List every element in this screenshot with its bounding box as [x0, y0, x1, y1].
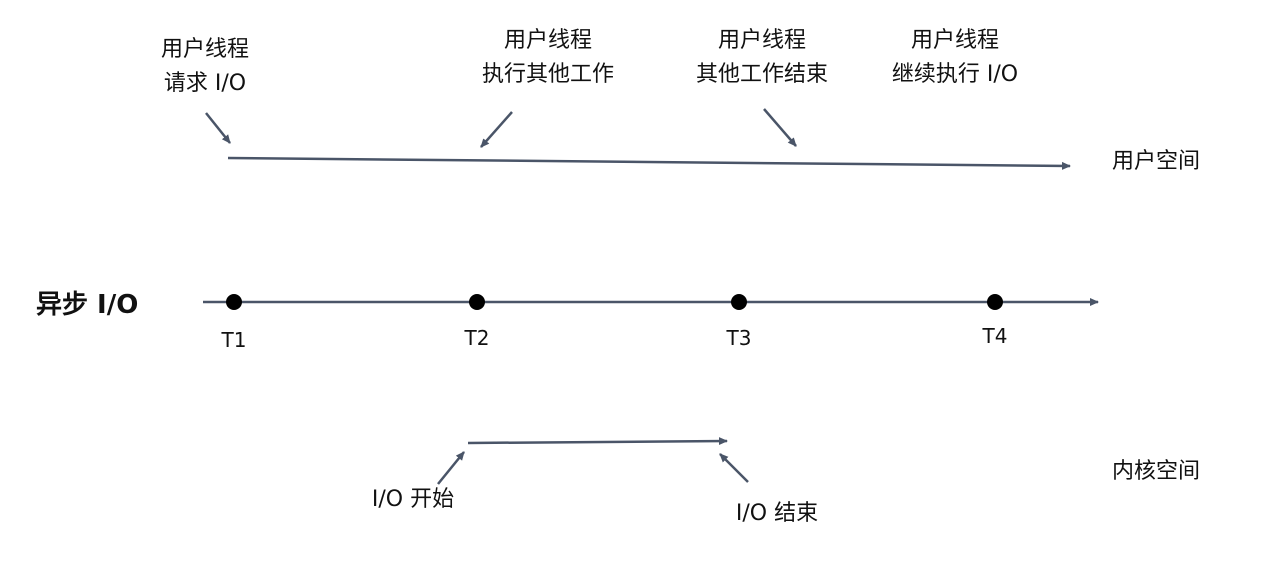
pointer-arrow-exec-other: [480, 111, 513, 148]
region-label-kernel-space: 内核空间: [1112, 459, 1200, 484]
pointer-arrow-io-start: [437, 451, 465, 485]
timepoint-dot-t1: [226, 294, 242, 310]
pointer-arrow-request: [205, 112, 231, 144]
user-space-group: 用户线程 请求 I/O 用户线程 执行其他工作 用户线程 其他工作结束 用户线程…: [161, 28, 1200, 174]
annotation-request-line2: 请求 I/O: [164, 71, 246, 96]
timepoint-label-t3: T3: [726, 326, 752, 350]
pointer-arrow-other-done: [763, 108, 797, 147]
timepoint-dot-t3: [731, 294, 747, 310]
timepoint-label-t1: T1: [221, 328, 247, 352]
region-label-user-space: 用户空间: [1112, 149, 1200, 174]
annotation-request-line1: 用户线程: [161, 37, 249, 62]
timepoint-dot-t2: [469, 294, 485, 310]
annotation-continue-io-line2: 继续执行 I/O: [892, 62, 1018, 87]
pointer-arrow-io-end: [719, 453, 749, 483]
timeline-group: 异步 I/O T1 T2 T3 T4: [36, 289, 1099, 352]
kernel-space-timeline: [467, 437, 728, 446]
kernel-space-group: I/O 开始 I/O 结束 内核空间: [372, 437, 1200, 526]
timepoint-label-t4: T4: [982, 324, 1008, 348]
annotation-continue-io-line1: 用户线程: [911, 28, 999, 53]
annotation-exec-other-line1: 用户线程: [504, 28, 592, 53]
user-space-timeline: [227, 156, 1071, 170]
annotation-exec-other-line2: 执行其他工作: [482, 62, 614, 87]
timepoint-label-t2: T2: [464, 326, 490, 350]
annotation-other-done-line2: 其他工作结束: [696, 62, 828, 87]
annotation-other-done-line1: 用户线程: [718, 28, 806, 53]
diagram-title: 异步 I/O: [36, 289, 138, 320]
timepoint-dot-t4: [987, 294, 1003, 310]
annotation-io-end: I/O 结束: [736, 501, 818, 526]
annotation-io-start: I/O 开始: [372, 487, 454, 512]
